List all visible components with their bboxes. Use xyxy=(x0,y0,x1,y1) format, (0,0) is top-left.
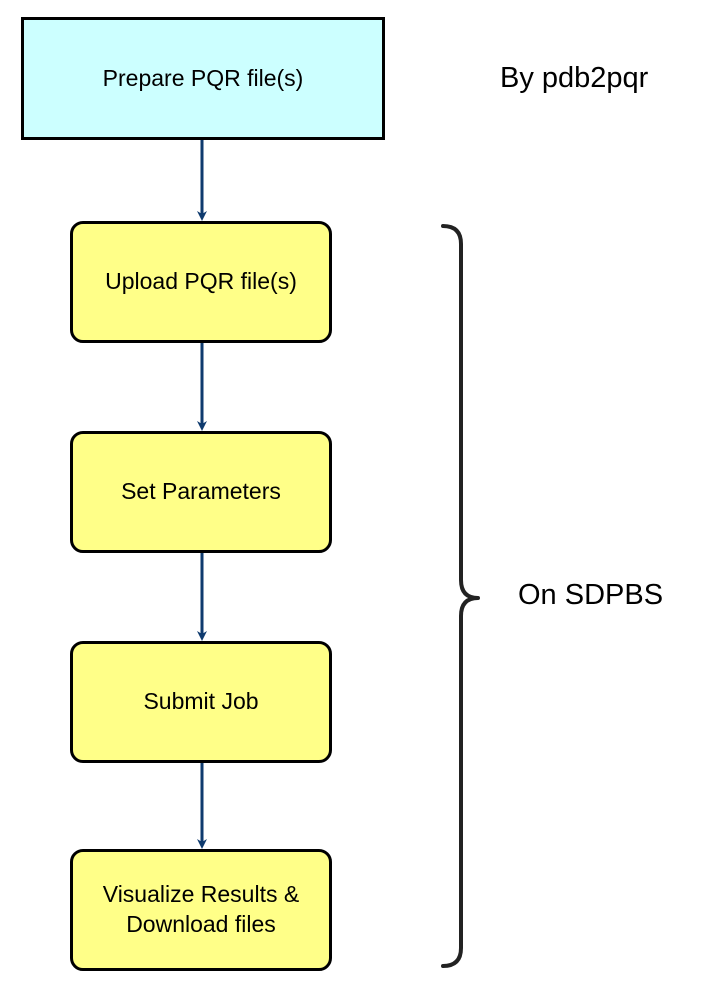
curly-brace xyxy=(441,224,480,968)
step-prepare-pqr: Prepare PQR file(s) xyxy=(21,17,385,140)
step-submit-job: Submit Job xyxy=(70,641,332,763)
step-visualize-label-line2: Download files xyxy=(126,911,276,937)
step-upload-pqr: Upload PQR file(s) xyxy=(70,221,332,343)
annotation-by-pdb2pqr: By pdb2pqr xyxy=(500,62,649,94)
step-upload-label: Upload PQR file(s) xyxy=(105,268,297,295)
step-submit-label: Submit Job xyxy=(143,688,259,715)
step-set-parameters: Set Parameters xyxy=(70,431,332,553)
annotation-on-sdpbs: On SDPBS xyxy=(518,579,664,611)
step-visualize-label-line1: Visualize Results & xyxy=(102,881,300,908)
step-visualize-download: Visualize Results & Download files xyxy=(70,849,332,971)
step-prepare-label: Prepare PQR file(s) xyxy=(102,64,304,91)
step-params-label: Set Parameters xyxy=(121,478,281,505)
